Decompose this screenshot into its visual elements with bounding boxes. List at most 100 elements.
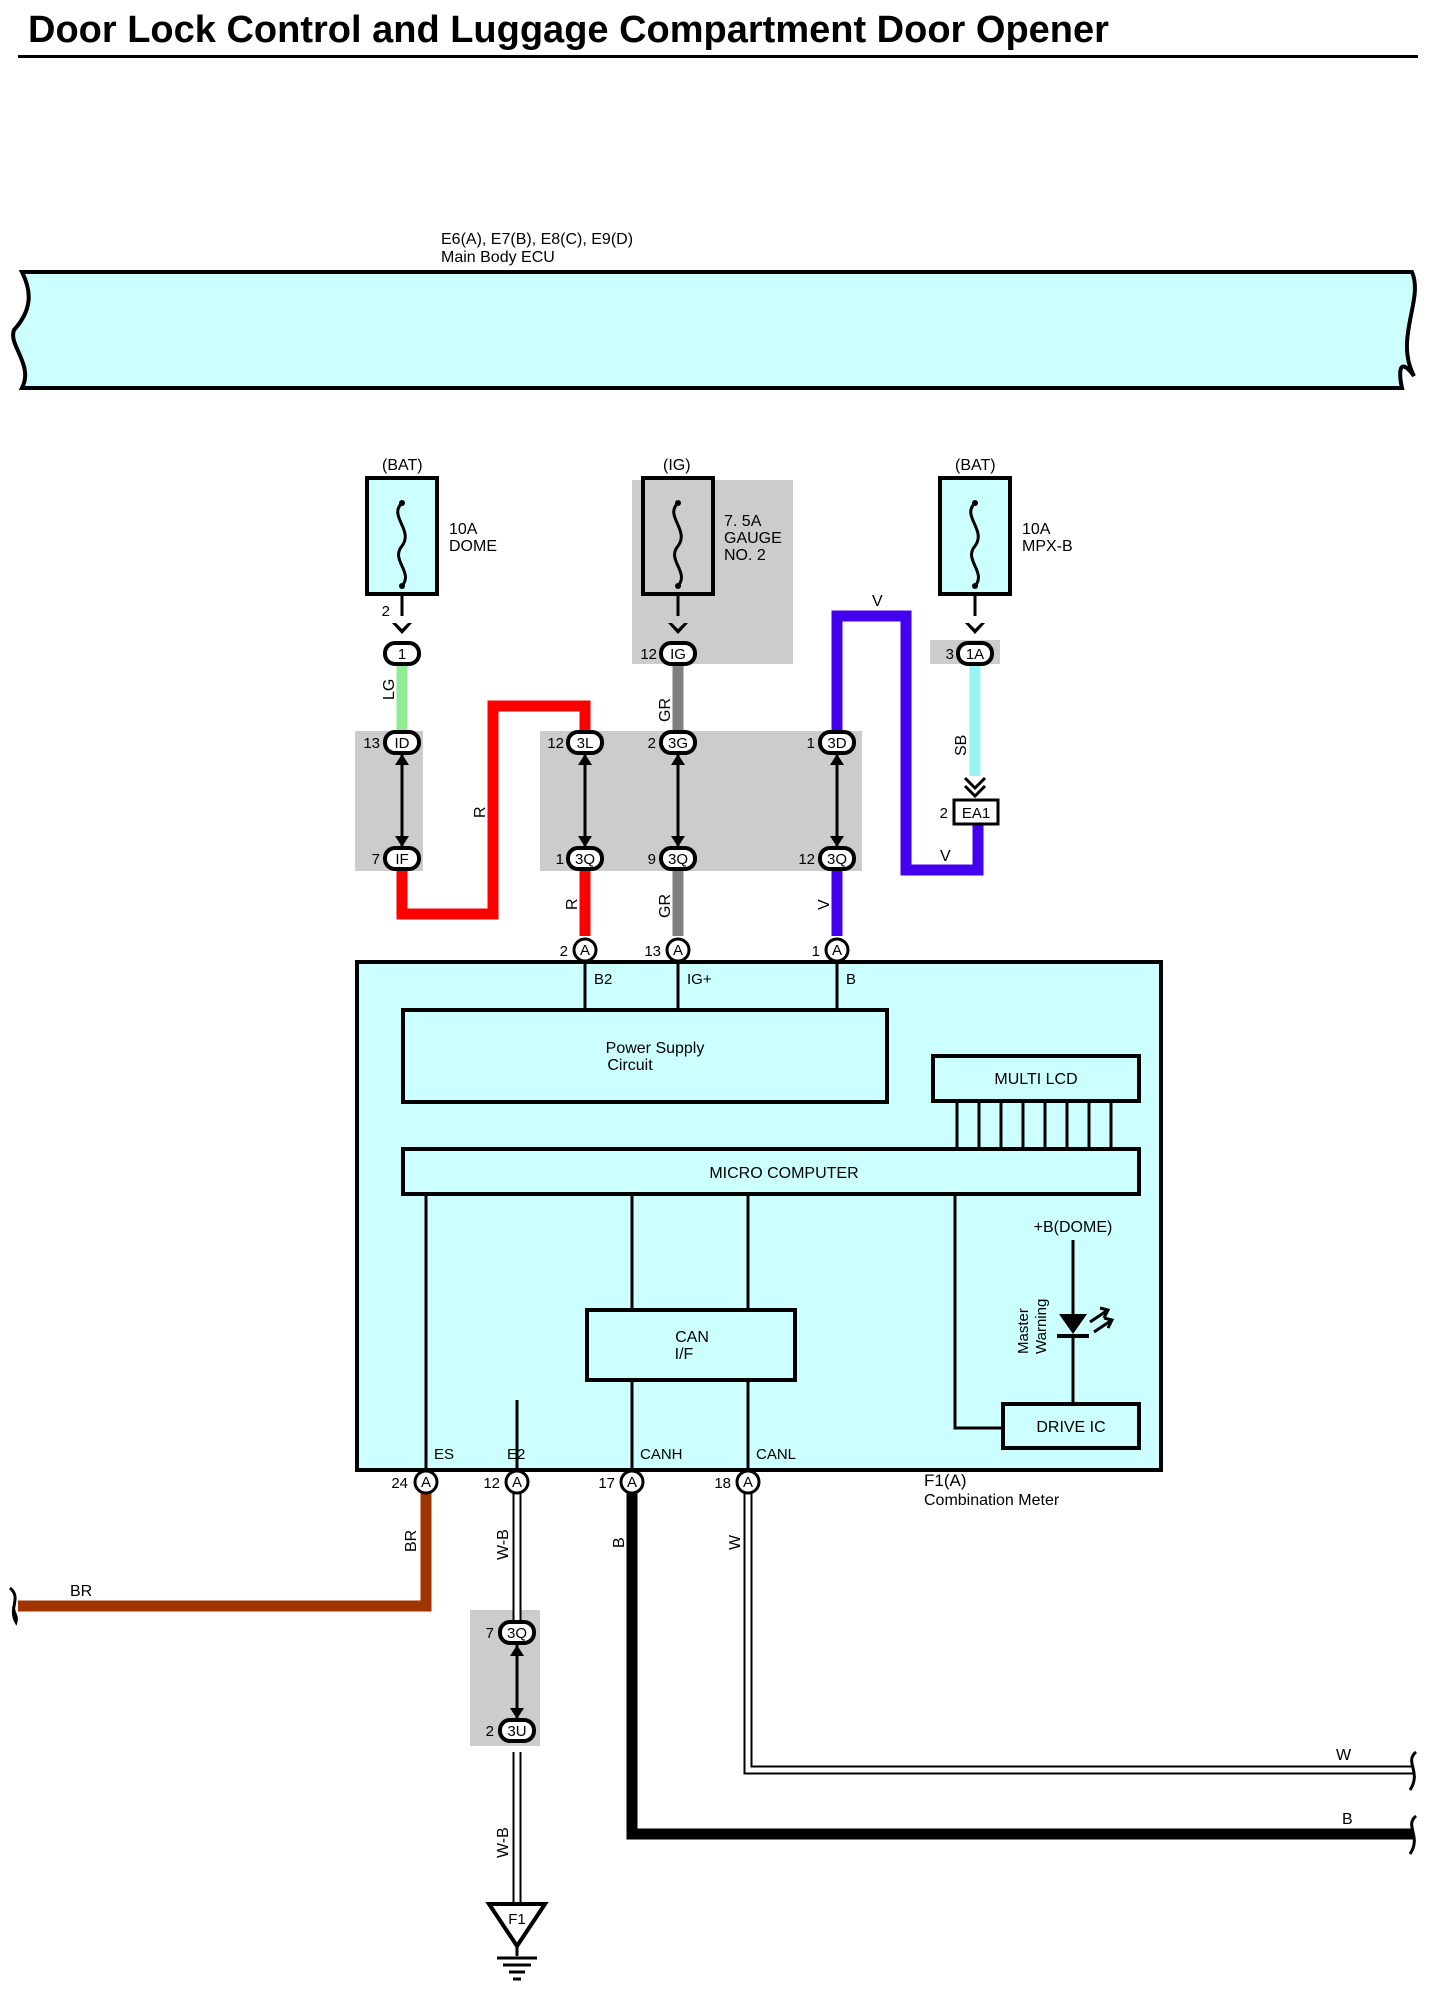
svg-text:DRIVE IC: DRIVE IC [1036, 1419, 1105, 1436]
gauge-fuse-name: GAUGE [724, 530, 782, 547]
wire-label-v-3: V [816, 899, 833, 910]
svg-text:1: 1 [807, 735, 815, 752]
connector-3d: 3D 1 [807, 730, 856, 765]
connector-ig: IG 12 [640, 623, 697, 666]
micro-computer-block: MICRO COMPUTER [401, 1147, 1141, 1196]
svg-text:1A: 1A [966, 646, 984, 663]
connector-3q-9: 3Q 9 [648, 836, 697, 871]
meter-terminal-canl: A 18 CANL [714, 1446, 796, 1495]
svg-text:B2: B2 [594, 971, 612, 988]
wire-label-lg: LG [381, 679, 398, 700]
svg-text:3L: 3L [577, 735, 594, 752]
bat-source-2: (BAT) [955, 457, 996, 474]
svg-text:12: 12 [640, 646, 657, 663]
wire-label-r-1: R [472, 806, 489, 818]
meter-connector-label: F1(A) [924, 1471, 967, 1490]
svg-text:A: A [421, 1474, 431, 1491]
dome-fuse-rating: 10A [449, 521, 478, 538]
svg-text:7: 7 [486, 1625, 494, 1642]
svg-text:CAN: CAN [675, 1329, 709, 1346]
svg-text:3D: 3D [827, 735, 846, 752]
svg-text:IG: IG [670, 646, 686, 663]
svg-text:1: 1 [556, 851, 564, 868]
connector-3g: 3G 2 [648, 730, 697, 765]
connector-3u: 3U 2 [486, 1708, 536, 1743]
svg-text:IF: IF [395, 851, 408, 868]
wire-v-upper [831, 610, 984, 876]
svg-text:EA1: EA1 [962, 805, 990, 822]
wire-label-v-1: V [872, 593, 883, 610]
meter-terminal-es: A 24 ES [391, 1446, 454, 1495]
master-warning-label-1: Master [1015, 1308, 1032, 1354]
power-supply-circuit-block: Power Supply Circuit [401, 1008, 889, 1104]
connector-3l: 3L 12 [547, 730, 604, 765]
svg-text:18: 18 [714, 1475, 731, 1492]
wire-w [745, 1488, 1414, 1773]
wire-label-wb-2: W-B [495, 1827, 512, 1858]
mpxb-fuse [938, 476, 1012, 596]
master-warning-led [1057, 1306, 1115, 1338]
wire-b [626, 1488, 1414, 1840]
svg-text:CANL: CANL [756, 1446, 796, 1463]
svg-text:2: 2 [486, 1723, 494, 1740]
ecu-name-label: Main Body ECU [441, 249, 555, 266]
svg-text:B: B [846, 971, 856, 988]
svg-text:IG+: IG+ [687, 971, 712, 988]
meter-terminal-b: A 1 B [812, 937, 856, 1010]
gauge-fuse-rating: 7. 5A [724, 513, 762, 530]
svg-text:7: 7 [372, 851, 380, 868]
svg-text:3Q: 3Q [827, 851, 847, 868]
meter-terminal-e2: A 12 E2 [483, 1446, 530, 1495]
wire-r-upper [396, 700, 591, 920]
svg-text:2: 2 [940, 805, 948, 822]
wire-label-br-1: BR [403, 1530, 420, 1552]
svg-text:A: A [832, 942, 842, 959]
svg-text:13: 13 [363, 735, 380, 752]
dome-supply-label: +B(DOME) [1034, 1219, 1113, 1236]
svg-text:MULTI LCD: MULTI LCD [994, 1071, 1077, 1088]
dome-fuse-name: DOME [449, 538, 497, 555]
main-body-ecu-box [11, 270, 1417, 390]
svg-text:E2: E2 [507, 1446, 525, 1463]
ecu-connector-label: E6(A), E7(B), E8(C), E9(D) [441, 231, 633, 248]
svg-text:3Q: 3Q [668, 851, 688, 868]
svg-text:1: 1 [812, 943, 820, 960]
svg-text:CANH: CANH [640, 1446, 683, 1463]
gauge-fuse-number: NO. 2 [724, 547, 766, 564]
meter-terminal-ig: A 13 IG+ [644, 937, 712, 1010]
svg-text:I/F: I/F [675, 1346, 694, 1363]
connector-id: ID 13 [363, 730, 421, 765]
connector-3q-7: 3Q 7 [486, 1620, 536, 1656]
svg-text:3: 3 [946, 646, 954, 663]
dome-fuse [365, 476, 439, 596]
meter-terminal-b2: A 2 B2 [560, 937, 612, 1010]
wire-label-gr-2: GR [657, 894, 674, 918]
wire-label-b-1: B [611, 1537, 628, 1548]
wire-label-br-2: BR [70, 1583, 92, 1600]
wire-label-w-2: W [1336, 1747, 1352, 1764]
wire-label-v-2: V [940, 848, 951, 865]
multi-lcd-block: MULTI LCD [931, 1054, 1141, 1148]
meter-name-label: Combination Meter [924, 1492, 1060, 1509]
svg-text:9: 9 [648, 851, 656, 868]
wire-label-wb-1: W-B [495, 1529, 512, 1560]
wire-label-sb: SB [953, 735, 970, 756]
connector-1: 1 2 [382, 603, 421, 666]
svg-text:ES: ES [434, 1446, 454, 1463]
can-interface-block: CAN I/F [585, 1308, 797, 1382]
drive-ic-block: DRIVE IC [1001, 1402, 1141, 1450]
svg-text:1: 1 [398, 646, 406, 663]
connector-3q-1: 3Q 1 [556, 836, 604, 871]
svg-text:A: A [743, 1474, 753, 1491]
wire-label-w-1: W [727, 1534, 744, 1550]
svg-text:3U: 3U [507, 1723, 526, 1740]
svg-text:12: 12 [483, 1475, 500, 1492]
svg-text:24: 24 [391, 1475, 408, 1492]
svg-text:A: A [627, 1474, 637, 1491]
ground-symbol: F1 [485, 1902, 549, 1981]
bat-source-1: (BAT) [382, 457, 423, 474]
title-underline [18, 55, 1418, 58]
svg-text:Power Supply: Power Supply [606, 1040, 705, 1057]
